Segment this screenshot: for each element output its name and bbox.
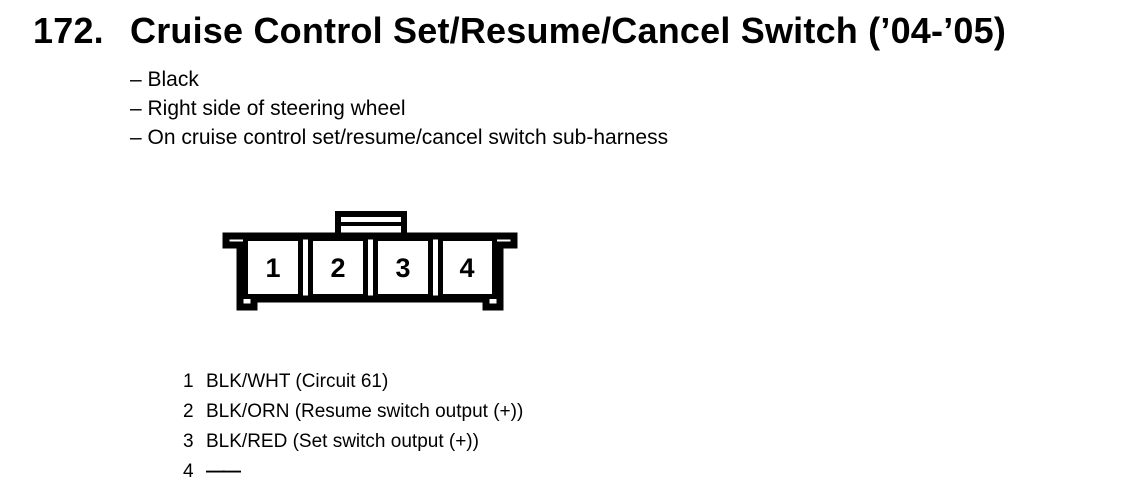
- cavity-3-number: 3: [395, 253, 410, 283]
- pin-row-1: 1 BLK/WHT (Circuit 61): [183, 367, 523, 397]
- connector-cavities: 1 2 3 4: [243, 236, 497, 299]
- pin-4-number: 4: [183, 461, 194, 482]
- page-title: Cruise Control Set/Resume/Cancel Switch …: [130, 10, 1007, 51]
- section-number: 172.: [33, 10, 104, 51]
- section-heading: 172. Cruise Control Set/Resume/Cancel Swi…: [33, 9, 1006, 53]
- cavity-4-number: 4: [459, 253, 474, 283]
- note-location: – Right side of steering wheel: [130, 97, 406, 120]
- pin-2-wire-label: BLK/ORN (Resume switch output (+)): [206, 401, 524, 422]
- pin-4-no-wire-dash: ——: [206, 461, 241, 482]
- pin-1-number: 1: [183, 371, 194, 392]
- cavity-1-number: 1: [265, 253, 280, 283]
- connector-latch-icon: [335, 211, 407, 236]
- pin-3-wire-label: BLK/RED (Set switch output (+)): [206, 431, 479, 452]
- pin-1-wire-label: BLK/WHT (Circuit 61): [206, 371, 389, 392]
- cavity-2-number: 2: [330, 253, 345, 283]
- cavity-1: [243, 236, 303, 299]
- pin-2-number: 2: [183, 401, 194, 422]
- pin-3-number: 3: [183, 431, 194, 452]
- connector-diagram: 1 2 3 4: [222, 211, 518, 311]
- pin-list: 1 BLK/WHT (Circuit 61) 2 BLK/ORN (Resume…: [183, 367, 523, 487]
- pin-row-3: 3 BLK/RED (Set switch output (+)): [183, 427, 523, 457]
- cavity-4: [438, 236, 497, 299]
- pin-row-2: 2 BLK/ORN (Resume switch output (+)): [183, 397, 523, 427]
- cavity-3: [373, 236, 433, 299]
- cavity-2: [308, 236, 368, 299]
- note-connector-color: – Black: [130, 68, 199, 91]
- pin-row-4: 4 ——: [183, 457, 523, 487]
- note-harness: – On cruise control set/resume/cancel sw…: [130, 126, 669, 149]
- connector-notes: – Black – Right side of steering wheel –…: [130, 65, 668, 152]
